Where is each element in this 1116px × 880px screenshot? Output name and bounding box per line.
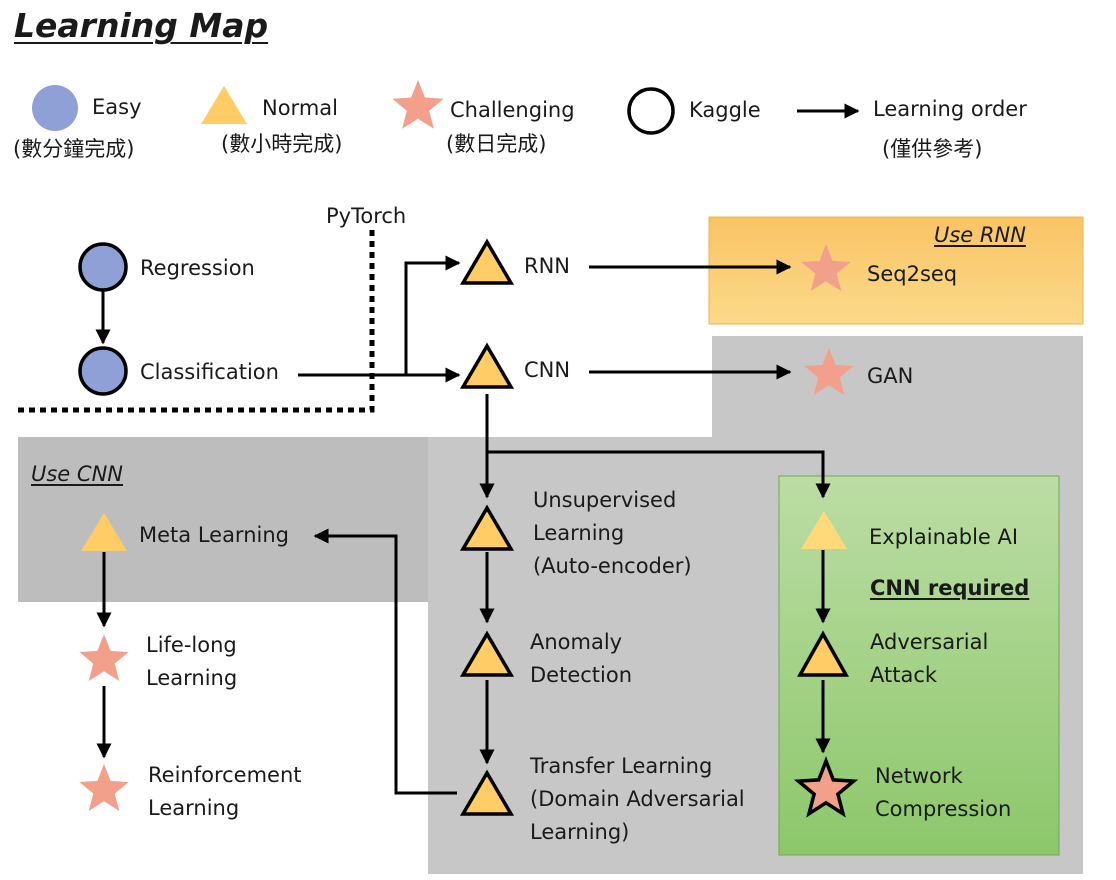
reinforcement-node [79, 764, 129, 811]
lifelong-node [79, 634, 129, 681]
use-rnn-panel [708, 216, 1084, 325]
regression-label: Regression [140, 256, 255, 280]
pytorch-divider [18, 230, 375, 413]
legend-normal-label: Normal [262, 96, 338, 120]
meta-label: Meta Learning [139, 523, 289, 547]
adversarial-node [797, 630, 849, 677]
cnn-label: CNN [524, 358, 571, 382]
kaggle-legend-icon [627, 87, 675, 135]
adversarial-label: Adversarial Attack [870, 630, 989, 687]
unsupervised-label: Unsupervised Learning (Auto-encoder) [533, 488, 692, 578]
seq2seq-label: Seq2seq [867, 262, 958, 286]
use-cnn-label: Use CNN [31, 462, 123, 486]
regression-node [78, 242, 128, 292]
classification-node [78, 346, 128, 396]
legend-order-sub: (僅供參考) [882, 137, 983, 161]
gan-label: GAN [867, 364, 914, 388]
cnn-required-label: CNN required [870, 576, 1030, 600]
legend-challenging-label: Challenging [450, 98, 575, 122]
rnn-node [459, 238, 515, 285]
anomaly-node [459, 630, 515, 677]
connectors [95, 255, 831, 795]
normal-legend-icon [201, 86, 247, 124]
page-title: Learning Map [14, 6, 269, 45]
use-cnn-panel [18, 437, 428, 602]
transfer-label: Transfer Learning (Domain Adversarial Le… [530, 754, 745, 844]
legend-easy-sub: (數分鐘完成) [13, 137, 135, 161]
meta-node [81, 513, 127, 551]
legend-challenging-sub: (數日完成) [446, 132, 547, 156]
compression-node [793, 756, 859, 818]
reinforcement-label: Reinforcement Learning [148, 763, 302, 820]
legend-kaggle-label: Kaggle [689, 98, 761, 122]
challenging-legend-icon [392, 80, 444, 129]
lifelong-label: Life-long Learning [146, 633, 238, 690]
explainable-node [801, 511, 847, 549]
legend-normal-sub: (數小時完成) [221, 132, 343, 156]
legend-easy-label: Easy [92, 95, 142, 119]
explainable-label: Explainable AI [869, 525, 1019, 549]
anomaly-label: Anomaly Detection [530, 630, 633, 687]
transfer-node [459, 769, 515, 816]
seq2seq-node [801, 244, 851, 291]
use-rnn-label: Use RNN [934, 223, 1026, 247]
cnn-node [459, 342, 515, 389]
compression-label: Network Compression [875, 764, 1012, 821]
easy-legend-icon [32, 85, 78, 131]
legend-order-label: Learning order [873, 97, 1027, 121]
rnn-label: RNN [524, 254, 571, 278]
pytorch-label: PyTorch [326, 204, 407, 228]
classification-label: Classification [140, 360, 279, 384]
unsupervised-node [459, 504, 515, 551]
gan-node [804, 348, 854, 395]
